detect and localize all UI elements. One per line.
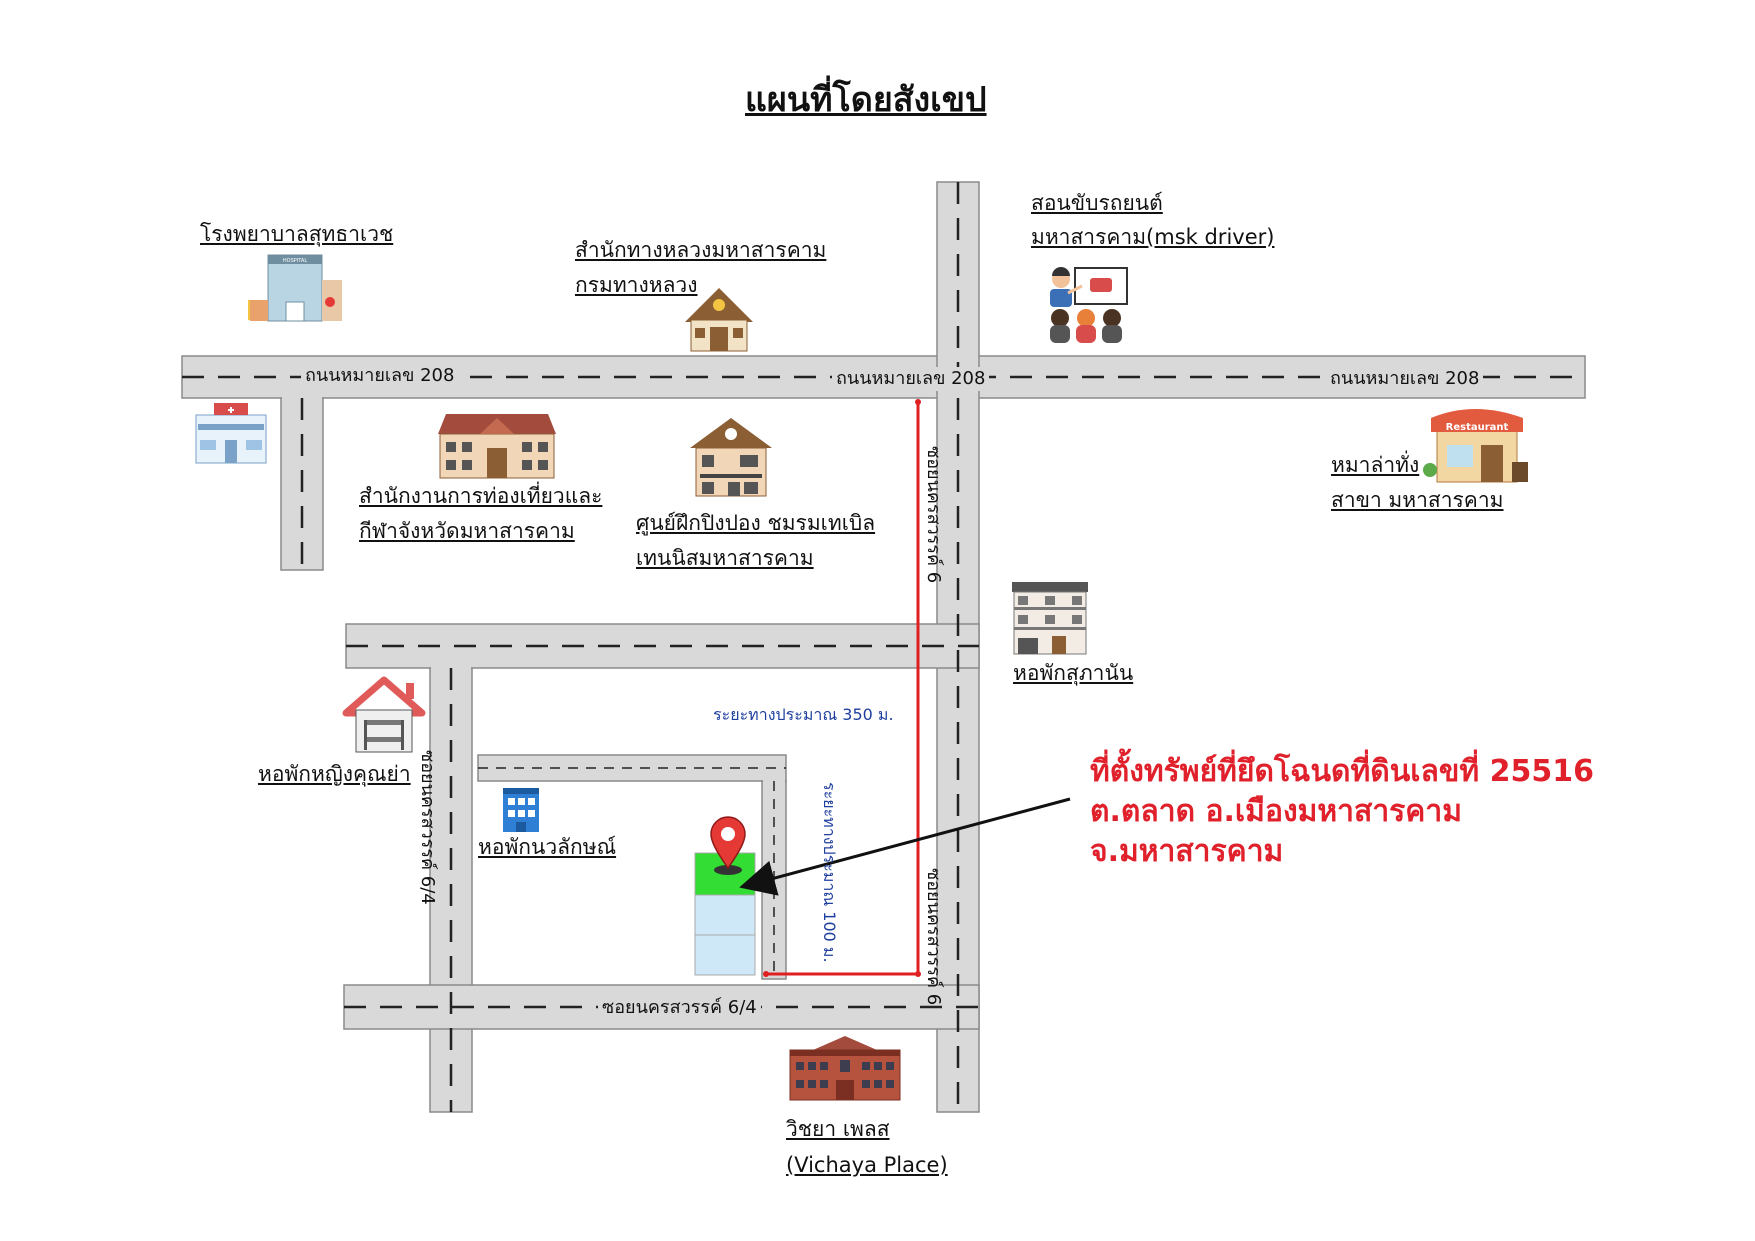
road-label-soi-6-upper: ซอยนครสวรรค์ 6 bbox=[923, 446, 944, 584]
road-label-soi-6-4-vertical: ซอยนครสวรรค์ 6/4 bbox=[417, 750, 438, 905]
road-label-208-center: ถนนหมายเลข 208 bbox=[832, 367, 990, 391]
driving-school-icon bbox=[1050, 267, 1128, 343]
road-label-soi-6-lower: ซอยนครสวรรค์ 6 bbox=[923, 868, 944, 1006]
road-label-soi-6-4-horizontal: ซอยนครสวรรค์ 6/4 bbox=[598, 996, 761, 1020]
road-label-208-left: ถนนหมายเลข 208 bbox=[301, 364, 459, 388]
tourism-office-label-1: สำนักงานการท่องเที่ยวและ bbox=[359, 484, 603, 508]
tourism-office-icon bbox=[438, 414, 556, 479]
distance-350m-label: ระยะทางประมาณ 350 ม. bbox=[713, 705, 894, 724]
target-line-3: จ.มหาสารคาม bbox=[1090, 834, 1284, 869]
dorm-supanan-label: หอพักสุภานัน bbox=[1013, 661, 1134, 685]
dorm-nawalak-label: หอพักนวลักษณ์ bbox=[478, 835, 617, 859]
dorm-kunya-icon bbox=[342, 676, 426, 753]
hospital-label: โรงพยาบาลสุทธาเวช bbox=[200, 222, 394, 246]
target-line-1: ที่ตั้งทรัพย์ที่ยึดโฉนดที่ดินเลขที่ 2551… bbox=[1090, 754, 1595, 789]
distance-100m-label: ระยะทางประมาณ 100 ม. bbox=[820, 782, 839, 963]
pingpong-center-label-2: เทนนิสมหาสารคาม bbox=[636, 546, 814, 570]
tourism-office-label-2: กีฬาจังหวัดมหาสารคาม bbox=[359, 519, 575, 543]
distance-route bbox=[766, 402, 920, 976]
dorm-nawalak-icon bbox=[503, 788, 539, 832]
target-line-2: ต.ตลาด อ.เมืองมหาสารคาม bbox=[1090, 794, 1462, 829]
highway-office-icon bbox=[685, 288, 753, 352]
highway-office-label-1: สำนักทางหลวงมหาสารคาม bbox=[575, 238, 827, 262]
location-pin-icon bbox=[710, 816, 746, 875]
road-label-208-right: ถนนหมายเลข 208 bbox=[1326, 367, 1484, 391]
restaurant-sign-text: Restaurant bbox=[1446, 422, 1509, 433]
clinic-icon bbox=[195, 403, 267, 464]
driving-school-label-1: สอนขับรถยนต์ bbox=[1031, 191, 1163, 215]
page-title: แผนที่โดยสังเขป bbox=[745, 80, 987, 120]
restaurant-label-1: หมาล่าทั่ง bbox=[1331, 453, 1420, 477]
driving-school-label-2: มหาสารคาม(msk driver) bbox=[1031, 225, 1275, 249]
dorm-kunya-label: หอพักหญิงคุณย่า bbox=[258, 762, 411, 786]
target-pointer-arrow bbox=[739, 797, 1071, 896]
highway-office-label-2: กรมทางหลวง bbox=[575, 273, 698, 297]
target-property-label: ที่ตั้งทรัพย์ที่ยึดโฉนดที่ดินเลขที่ 2551… bbox=[1090, 752, 1594, 872]
vichaya-place-label-1: วิชยา เพลส bbox=[786, 1117, 890, 1141]
hospital-sign-text: HOSPITAL bbox=[283, 258, 307, 264]
restaurant-label-2: สาขา มหาสารคาม bbox=[1331, 488, 1504, 512]
pingpong-center-label-1: ศูนย์ฝึกปิงปอง ชมรมเทเบิล bbox=[636, 511, 876, 535]
restaurant-icon: Restaurant bbox=[1423, 409, 1528, 483]
hospital-icon: HOSPITAL bbox=[248, 254, 342, 322]
vichaya-place-icon bbox=[789, 1036, 901, 1101]
vichaya-place-label-2: (Vichaya Place) bbox=[786, 1153, 948, 1177]
pingpong-center-icon bbox=[690, 418, 772, 497]
dorm-supanan-icon bbox=[1012, 582, 1088, 655]
